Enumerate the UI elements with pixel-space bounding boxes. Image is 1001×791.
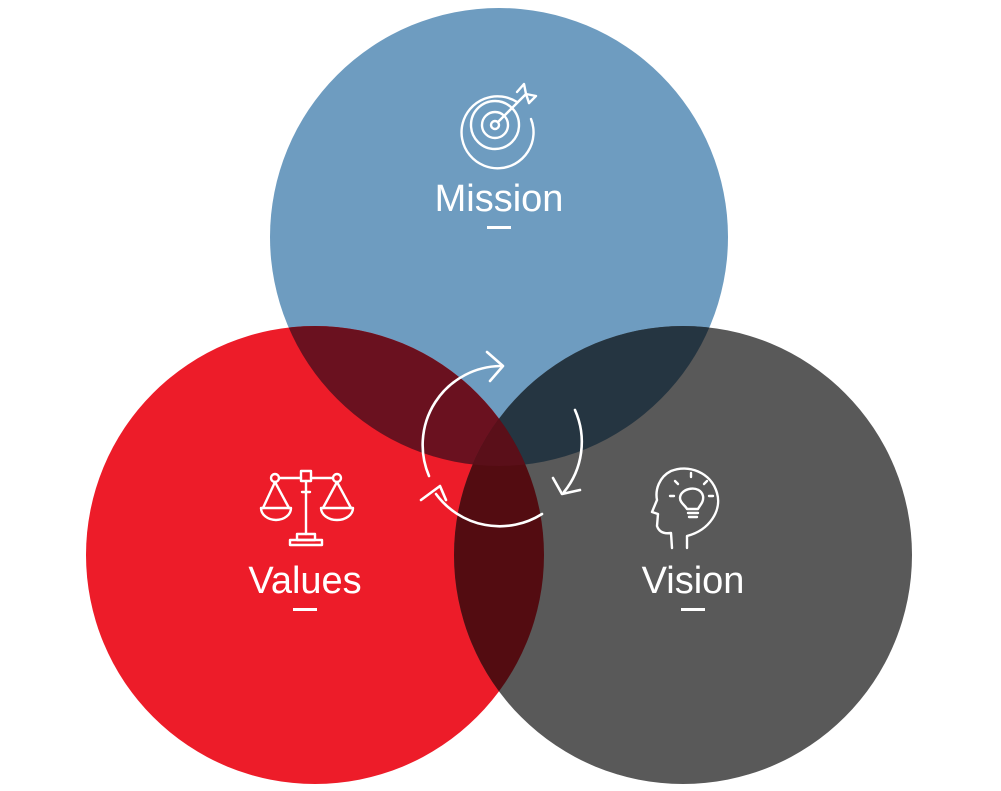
target-arrow-icon xyxy=(460,82,538,170)
head-lightbulb-icon xyxy=(650,467,720,550)
vision-underline xyxy=(681,608,705,611)
values-underline xyxy=(293,608,317,611)
mission-vision-overlap xyxy=(454,326,728,466)
values-label: Values xyxy=(248,560,361,602)
cycle-arrows-icon xyxy=(419,350,584,528)
mission-label: Mission xyxy=(435,178,564,220)
mission-values-overlap xyxy=(270,326,544,466)
mission-underline xyxy=(487,226,511,229)
vision-label: Vision xyxy=(642,560,745,602)
scales-of-justice-icon xyxy=(259,469,355,547)
